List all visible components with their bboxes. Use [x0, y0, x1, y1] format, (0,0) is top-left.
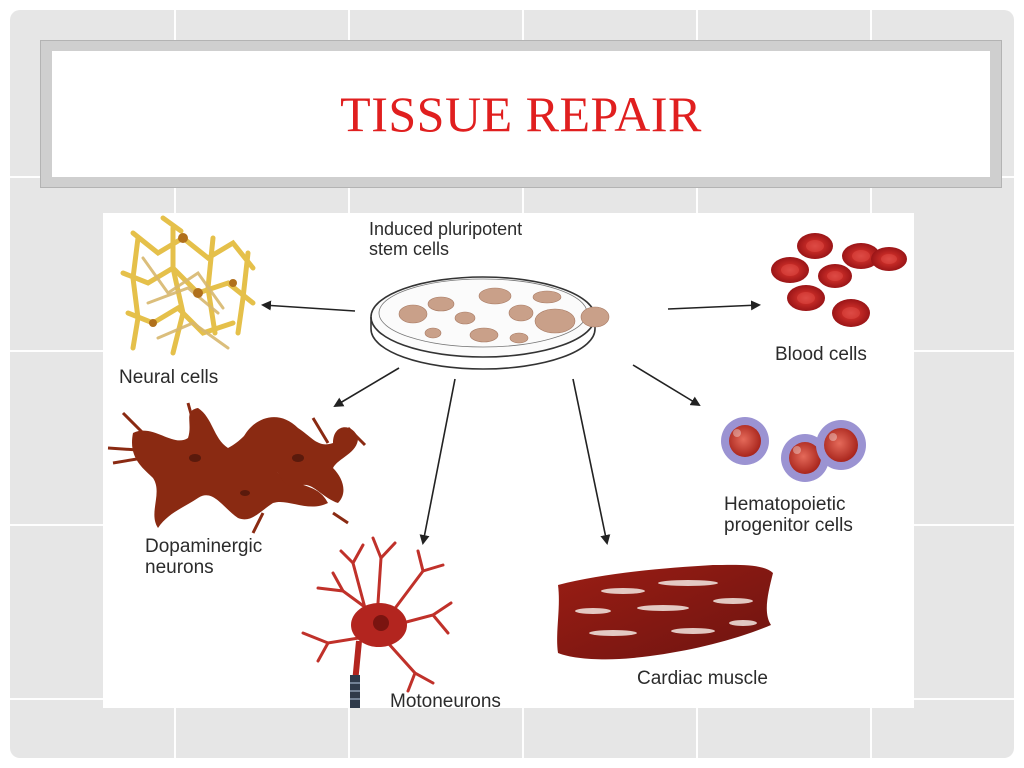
motoneurons-label-text: Motoneurons [390, 691, 501, 712]
hematopoietic-progenitor-label: Hematopoietic progenitor cells [724, 494, 853, 536]
blood-cells-icon [771, 233, 907, 327]
hematopoietic-label-line1: Hematopoietic [724, 494, 846, 515]
dopaminergic-neurons-label: Dopaminergic neurons [145, 536, 262, 578]
source-label: Induced pluripotent stem cells [369, 219, 522, 259]
hematopoietic-label-line2: progenitor cells [724, 515, 853, 536]
arrow-to-cardiac [572, 378, 611, 545]
blood-cells-label: Blood cells [775, 344, 867, 365]
arrow-to-motoneurons [419, 378, 456, 545]
ipsc-differentiation-figure: Induced pluripotent stem cells Neural ce… [103, 213, 914, 712]
dopaminergic-label-line1: Dopaminergic [145, 536, 263, 557]
slide-title: TISSUE REPAIR [340, 86, 702, 142]
arrow-to-blood [667, 300, 761, 311]
title-box: TISSUE REPAIR [52, 51, 990, 177]
petri-dish-icon [370, 276, 610, 370]
motoneurons-label: Motoneurons [390, 691, 501, 712]
title-frame: TISSUE REPAIR [40, 40, 1002, 188]
source-label-line2: stem cells [369, 239, 450, 259]
arrow-to-neural [261, 300, 356, 312]
cardiac-muscle-label: Cardiac muscle [637, 668, 768, 689]
motoneurons-icon [301, 536, 453, 708]
hematopoietic-progenitor-cells-icon [721, 417, 866, 482]
cardiac-muscle-icon [557, 564, 773, 660]
arrow-to-hematopoietic [632, 364, 701, 407]
neural-cells-icon [120, 215, 256, 356]
source-label-line1: Induced pluripotent [369, 219, 523, 239]
dopaminergic-neurons-icon [107, 402, 367, 534]
neural-cells-label: Neural cells [119, 367, 218, 388]
figure-illustration [107, 215, 907, 708]
differentiation-arrows [261, 300, 761, 545]
dopaminergic-label-line2: neurons [145, 557, 214, 578]
blood-cells-label-text: Blood cells [775, 344, 867, 365]
cardiac-muscle-label-text: Cardiac muscle [637, 668, 768, 689]
arrow-to-dopaminergic [333, 367, 400, 408]
neural-cells-label-text: Neural cells [119, 367, 219, 388]
